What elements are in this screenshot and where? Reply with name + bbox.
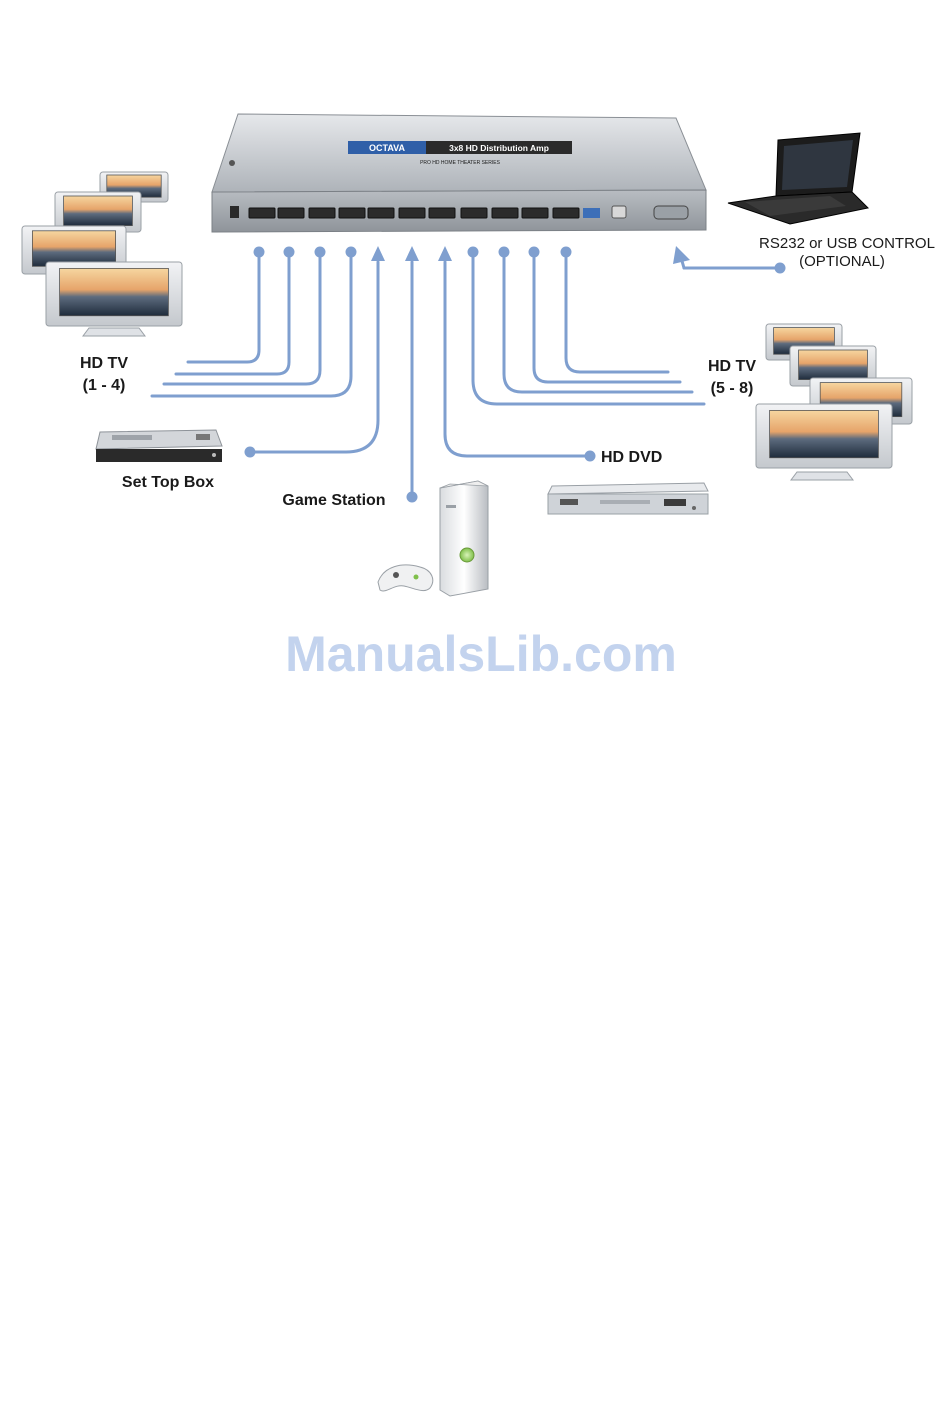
connector-dot [561,247,572,258]
dip-switch [583,208,600,218]
tv-stand [791,472,853,480]
hdtv [46,262,182,326]
connector-dot [499,247,510,258]
power-led [229,160,235,166]
tv-stand [83,328,145,336]
tv-screen [32,231,115,267]
connector-dot [315,247,326,258]
usb-port [612,206,626,218]
control-label: RS232 or USB CONTROL [759,235,935,252]
hdtv-right-range: (5 - 8) [711,380,754,397]
hdtv-right-label: HD TV [708,358,756,375]
rs232-port [654,206,688,219]
hdmi-port [522,208,548,218]
hdmi-port [249,208,275,218]
cable-line [534,252,680,382]
cables [152,246,786,503]
connector-dot [346,247,357,258]
connector-dot [529,247,540,258]
tv-screen [799,350,868,380]
cable-line [164,252,320,384]
hdmi-port [553,208,579,218]
hdtv-left-range: (1 - 4) [83,377,126,394]
connector-dot [775,263,786,274]
connector-dot [284,247,295,258]
arrow-head [371,246,385,261]
connector-dot [585,451,596,462]
model-label: 3x8 HD Distribution Amp [449,143,549,153]
cable-line [250,262,378,452]
port-row [249,208,579,218]
hdtv-group-right [756,324,912,480]
hdmi-port [429,208,455,218]
arrow-head [405,246,419,261]
power-jack [230,206,239,218]
hdtv-left-label: HD TV [80,355,128,372]
hdmi-port [278,208,304,218]
series-label: PRO HD HOME THEATER SERIES [420,160,500,166]
brand-label: OCTAVA [369,143,405,153]
game-station [378,481,488,596]
set-top-box [96,430,222,462]
connector-dot [245,447,256,458]
hd-dvd-label: HD DVD [601,449,662,466]
tv-screen [770,410,879,457]
tv-screen [60,268,169,315]
connector-dot [468,247,479,258]
hd-dvd-player [548,483,708,514]
arrow-head [438,246,452,261]
control-note: (OPTIONAL) [799,253,885,270]
distribution-amp: OCTAVA 3x8 HD Distribution Amp PRO HD HO… [212,114,706,232]
hdmi-port [492,208,518,218]
hdmi-port [461,208,487,218]
watermark: ManualsLib.com [285,626,677,682]
hdmi-port [368,208,394,218]
cable-line [176,252,289,374]
hdmi-port [309,208,335,218]
connector-dot [254,247,265,258]
cable-line [566,252,668,372]
hdmi-port [339,208,365,218]
hdmi-port [399,208,425,218]
game-station-label: Game Station [282,492,385,509]
laptop [728,133,868,224]
hdtv [756,404,892,468]
cable-line [445,262,590,456]
connector-dot [407,492,418,503]
set-top-box-label: Set Top Box [122,474,214,491]
hdtv-group-left [22,172,182,336]
tv-screen [64,196,133,226]
cable-line [188,252,259,362]
